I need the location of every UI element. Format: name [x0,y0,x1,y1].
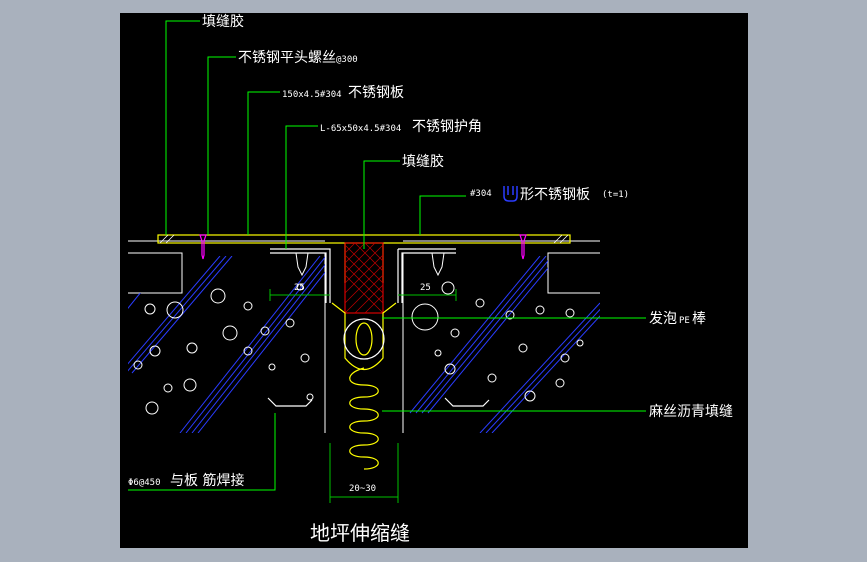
anchor-lugs [295,252,445,277]
rebar [267,397,490,407]
label-plate-spec: 150x4.5#304 [282,90,342,100]
label-jute: 麻丝沥青填缝 [649,404,733,420]
plate-end-hatch [159,234,569,244]
label-plate: 不锈钢板 [348,85,404,101]
leader-lines [128,20,646,491]
label-screw: 不锈钢平头螺丝 [238,50,336,66]
drawing-title: 地坪伸缩缝 [310,521,410,545]
sealant-fill [344,242,384,314]
jute-asphalt-filler [349,367,379,470]
concrete-hatch-right [409,256,600,433]
label-foam-rod-pe: PE [679,316,690,326]
concrete-outline [128,240,600,433]
label-rebar: 与板 筋焊接 [170,472,244,489]
label-screw-spec: @300 [336,55,358,65]
label-foam-rod-suffix: 棒 [692,311,706,327]
dim-bottom: 20~30 [349,484,376,494]
label-angle: 不锈钢护角 [412,119,482,135]
label-u-thickness: (t=1) [602,190,629,200]
sealant-crosshatch [344,242,384,314]
u-stainless-plate [331,302,397,371]
dim-left: 25 [294,283,305,293]
label-u-spec: #304 [470,189,492,199]
label-sealant-mid: 填缝胶 [402,153,444,170]
stainless-angle [270,248,456,303]
countersunk-screws [199,234,527,260]
aggregate-circles [133,281,584,415]
label-foam-rod: 发泡 [649,311,677,327]
u-channel-icon [503,186,518,202]
dim-right: 25 [420,283,431,293]
drawing-canvas: 填缝胶 不锈钢平头螺丝 @300 150x4.5#304 不锈钢板 L-65x5… [120,13,748,548]
foam-pe-rod [343,318,385,360]
label-sealant-top: 填缝胶 [202,13,244,30]
dimension-lines [269,289,457,503]
label-rebar-spec: Φ6@450 [128,478,161,488]
expansion-joint-drawing: 填缝胶 不锈钢平头螺丝 @300 150x4.5#304 不锈钢板 L-65x5… [128,13,733,545]
label-u-plate: 形不锈钢板 [520,187,590,203]
label-angle-spec: L-65x50x4.5#304 [320,124,401,134]
